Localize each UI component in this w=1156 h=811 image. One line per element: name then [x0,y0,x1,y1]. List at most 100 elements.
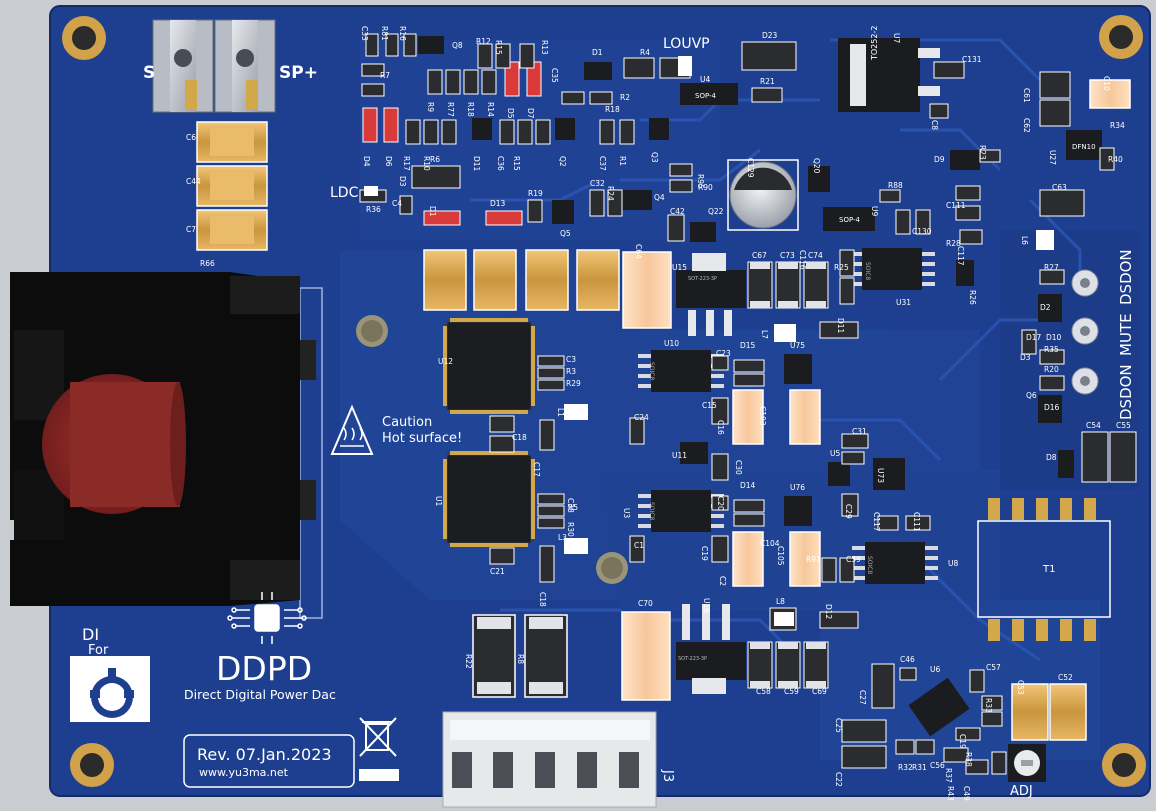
refdes-label: C4 [392,199,402,208]
refdes-label: R66 [200,259,215,268]
refdes-label: C1 [634,541,644,550]
refdes-label: C29 [844,504,853,519]
refdes-label: C18 [512,433,527,442]
refdes-label: U10 [664,339,679,348]
refdes-label: C36 [496,156,505,171]
edge-text-2: For [88,643,109,658]
refdes-label: D3 [1020,353,1031,362]
refdes-label: C46 [900,655,915,664]
refdes-label: Q6 [1026,391,1037,400]
tan-caps-right [1011,683,1087,741]
label-mute: MUTE [1117,313,1135,356]
refdes-label: C16 [716,420,725,435]
refdes-label: C74 [808,251,823,260]
svg-text:SOT-223-3P: SOT-223-3P [688,276,717,282]
label-t1: T1 [1042,564,1055,575]
label-louvp: LOUVP [663,36,710,52]
refdes-label: R4 [640,48,650,57]
refdes-label: U15 [672,263,687,272]
trimmer-adj [1008,744,1046,782]
refdes-label: D4 [362,156,371,167]
refdes-label: Q4 [654,193,665,202]
refdes-label: R15 [512,156,521,171]
refdes-label: C58 [756,687,771,696]
refdes-label: R31 [912,763,927,772]
refdes-label: D2 [1040,303,1051,312]
refdes-label: C6 [186,133,196,142]
refdes-label: L1 [556,408,565,417]
label-sp-minus: S [143,63,155,83]
refdes-label: R5 [568,503,578,512]
speaker-terminals [152,19,276,113]
refdes-label: C15 [702,401,717,410]
refdes-label: R8 [516,654,525,664]
refdes-label: C117 [872,512,881,532]
refdes-label: C104 [760,539,780,548]
refdes-label: R77 [446,102,455,117]
refdes-label: D12 [824,604,833,620]
refdes-label: C73 [780,251,795,260]
svg-text:SOP-4: SOP-4 [695,92,717,100]
refdes-label: C111 [946,201,966,210]
label-ldc: LDC [330,185,359,201]
ic-u12 [443,318,535,414]
transformer-t1 [977,498,1111,641]
smd-passives [359,33,1115,775]
power-resistors [472,614,568,698]
refdes-label: C24 [634,413,649,422]
refdes-label: C3 [566,355,576,364]
label-adj: ADJ [1010,784,1033,799]
refdes-label: C44 [186,177,201,186]
mount-hole-tl [62,16,106,60]
refdes-label: C54 [1086,421,1101,430]
refdes-label: C116 [798,250,807,270]
standoff-mid2 [596,552,628,584]
refdes-label: D6 [384,156,393,167]
refdes-label: U4 [700,75,710,84]
refdes-label: R21 [760,77,775,86]
refdes-label: U16 [702,598,711,613]
refdes-label: C8 [930,120,939,130]
refdes-label: U12 [438,357,453,366]
weee-bin-icon [359,717,399,781]
revision-text: Rev. 07.Jan.2023 [197,745,332,764]
refdes-label: C25 [834,718,843,733]
mount-hole-bl [70,743,114,787]
mount-hole-br [1102,743,1146,787]
svg-text:SOIC8: SOIC8 [866,556,873,574]
refdes-label: R32 [898,763,913,772]
refdes-label: C30 [734,460,743,475]
refdes-label: R18 [466,102,475,117]
refdes-label: C19 [700,546,709,561]
refdes-label: R35 [1044,345,1059,354]
refdes-label: C61 [1022,88,1031,103]
refdes-label: D11 [836,318,845,334]
connector-j3 [442,711,657,808]
package-labels: SOP-4 SOP-4 TO252-2 DFN10 SOT-223-3P SOT… [648,26,1096,662]
refdes-label: C33 [360,26,369,41]
refdes-label: C31 [852,427,867,436]
refdes-label: U11 [672,451,687,460]
refdes-label: C63 [1052,183,1067,192]
refdes-label: U75 [790,341,805,350]
refdes-label: C38 [566,498,575,513]
refdes-label: C20 [716,496,725,511]
refdes-label: D5 [506,108,515,119]
refdes-label: C18 [538,592,547,607]
refdes-label: C42 [670,207,685,216]
rf-connectors [1071,269,1099,395]
mount-hole-tr [1099,15,1143,59]
refdes-label: R30 [566,522,575,537]
refdes-label: R19 [528,189,543,198]
refdes-label: C39 [846,555,861,564]
refdes-label: D1 [428,206,437,217]
refdes-label: C69 [812,687,827,696]
refdes-label: U3 [622,508,631,518]
peach-caps-mid [732,79,1131,587]
refdes-label: C21 [490,567,505,576]
refdes-label: R28 [946,239,961,248]
refdes-label: D23 [762,31,778,40]
refdes-label: R2 [620,93,630,102]
cap-row-middle [423,249,672,329]
